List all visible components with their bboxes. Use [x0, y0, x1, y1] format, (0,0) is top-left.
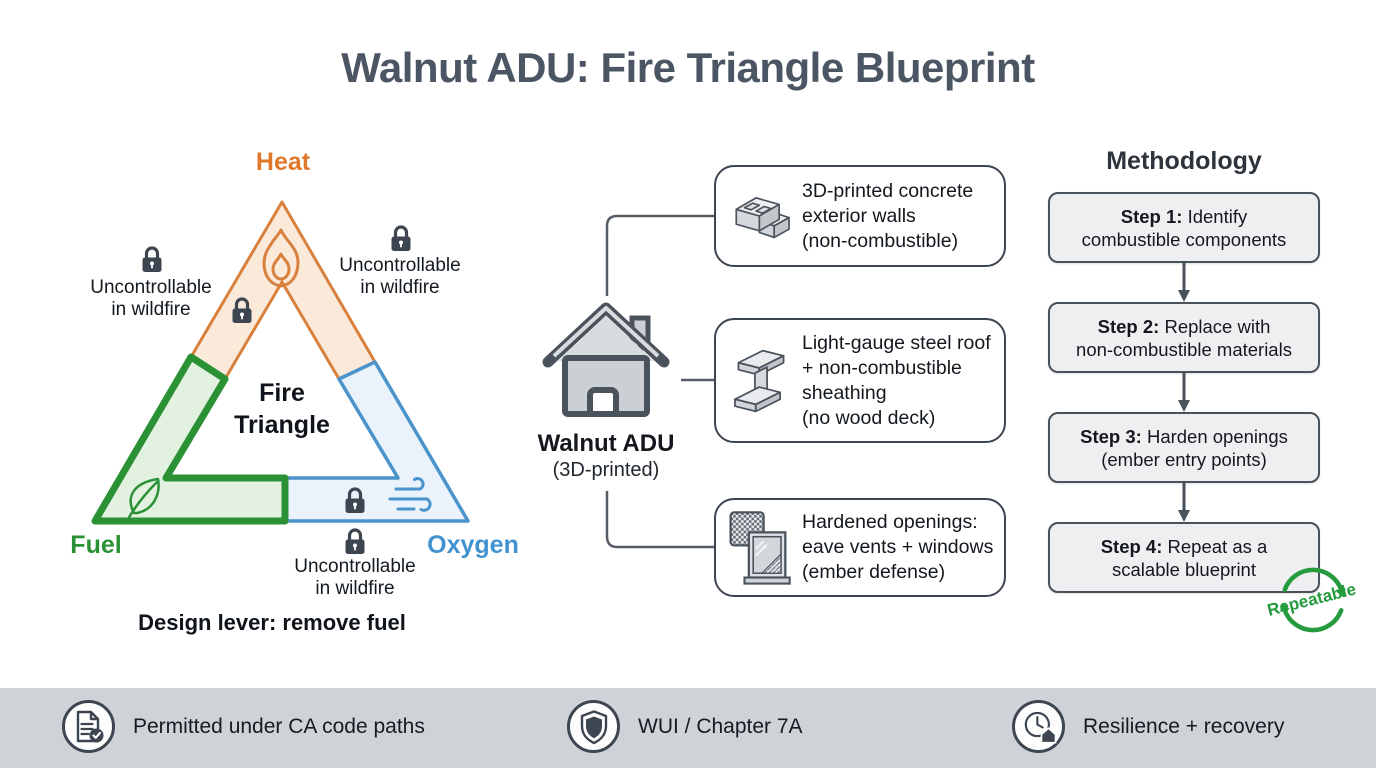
repeatable-stamp: Repeatable: [1266, 567, 1358, 633]
lock-icon: [391, 225, 411, 251]
walnut-adu-subtitle: (3D-printed): [552, 459, 660, 481]
steel-beam-icon: [734, 349, 785, 412]
walnut-adu-label: Walnut ADU: [537, 430, 675, 457]
fuel-label: Fuel: [70, 531, 122, 559]
down-arrow-icon: [1178, 482, 1190, 522]
step-box-4: Step 4: Repeat as a scalable blueprint: [1048, 522, 1320, 593]
document-check-icon: [76, 710, 103, 742]
feature-card-walls: 3D-printed concrete exterior walls (non-…: [714, 165, 1006, 267]
feature-card-roof: Light-gauge steel roof + non-combustible…: [714, 318, 1006, 443]
fire-triangle-label: Fire Triangle: [234, 379, 330, 439]
footer-item-wui: WUI / Chapter 7A: [567, 700, 803, 753]
fuel-segment: [91, 353, 289, 525]
feature-card-text: 3D-printed concrete exterior walls (non-…: [802, 179, 974, 252]
down-arrow-icon: [1178, 372, 1190, 412]
feature-card-openings: Hardened openings: eave vents + windows …: [714, 498, 1006, 597]
connector-lines: [605, 214, 714, 549]
uncontrollable-bottom-label: Uncontrollable in wildfire: [294, 556, 416, 599]
uncontrollable-right-label: Uncontrollable in wildfire: [339, 255, 461, 298]
footer-item-label: Resilience + recovery: [1083, 714, 1285, 738]
repeatable-stamp-label: Repeatable: [1266, 579, 1358, 619]
lock-icon: [345, 487, 365, 513]
page-title: Walnut ADU: Fire Triangle Blueprint: [341, 44, 1035, 91]
fire-triangle-diagram: [91, 200, 470, 525]
footer: [0, 688, 1376, 768]
concrete-blocks-icon: [735, 197, 790, 239]
design-lever-label: Design lever: remove fuel: [138, 610, 406, 635]
flame-icon: [262, 228, 300, 288]
down-arrow-icon: [1178, 262, 1190, 302]
heat-label: Heat: [255, 148, 311, 176]
footer-item-label: Permitted under CA code paths: [133, 714, 425, 738]
footer-item-permits: Permitted under CA code paths: [62, 700, 425, 753]
leaf-icon: [126, 477, 160, 521]
shield-icon: [580, 709, 607, 744]
house-icon: [542, 302, 670, 417]
clock-house-icon: [1024, 711, 1056, 744]
lock-icon: [232, 297, 252, 323]
vent-window-icon: [729, 510, 791, 585]
lock-icon: [345, 528, 365, 554]
uncontrollable-left-label: Uncontrollable in wildfire: [90, 277, 212, 320]
footer-item-label: WUI / Chapter 7A: [638, 714, 803, 738]
methodology-title: Methodology: [1106, 147, 1262, 175]
circular-arrows-icon: [1282, 567, 1344, 633]
step-box-2: Step 2: Replace with non-combustible mat…: [1048, 302, 1320, 373]
wind-icon: [388, 477, 432, 512]
step-box-3: Step 3: Harden openings (ember entry poi…: [1048, 412, 1320, 483]
feature-card-text: Hardened openings: eave vents + windows …: [802, 511, 994, 583]
footer-item-resilience: Resilience + recovery: [1012, 700, 1284, 753]
feature-card-text: Light-gauge steel roof + non-combustible…: [802, 331, 991, 429]
lock-icon: [142, 246, 162, 272]
step-box-1: Step 1: Identify combustible components: [1048, 192, 1320, 263]
oxygen-label: Oxygen: [427, 531, 519, 559]
